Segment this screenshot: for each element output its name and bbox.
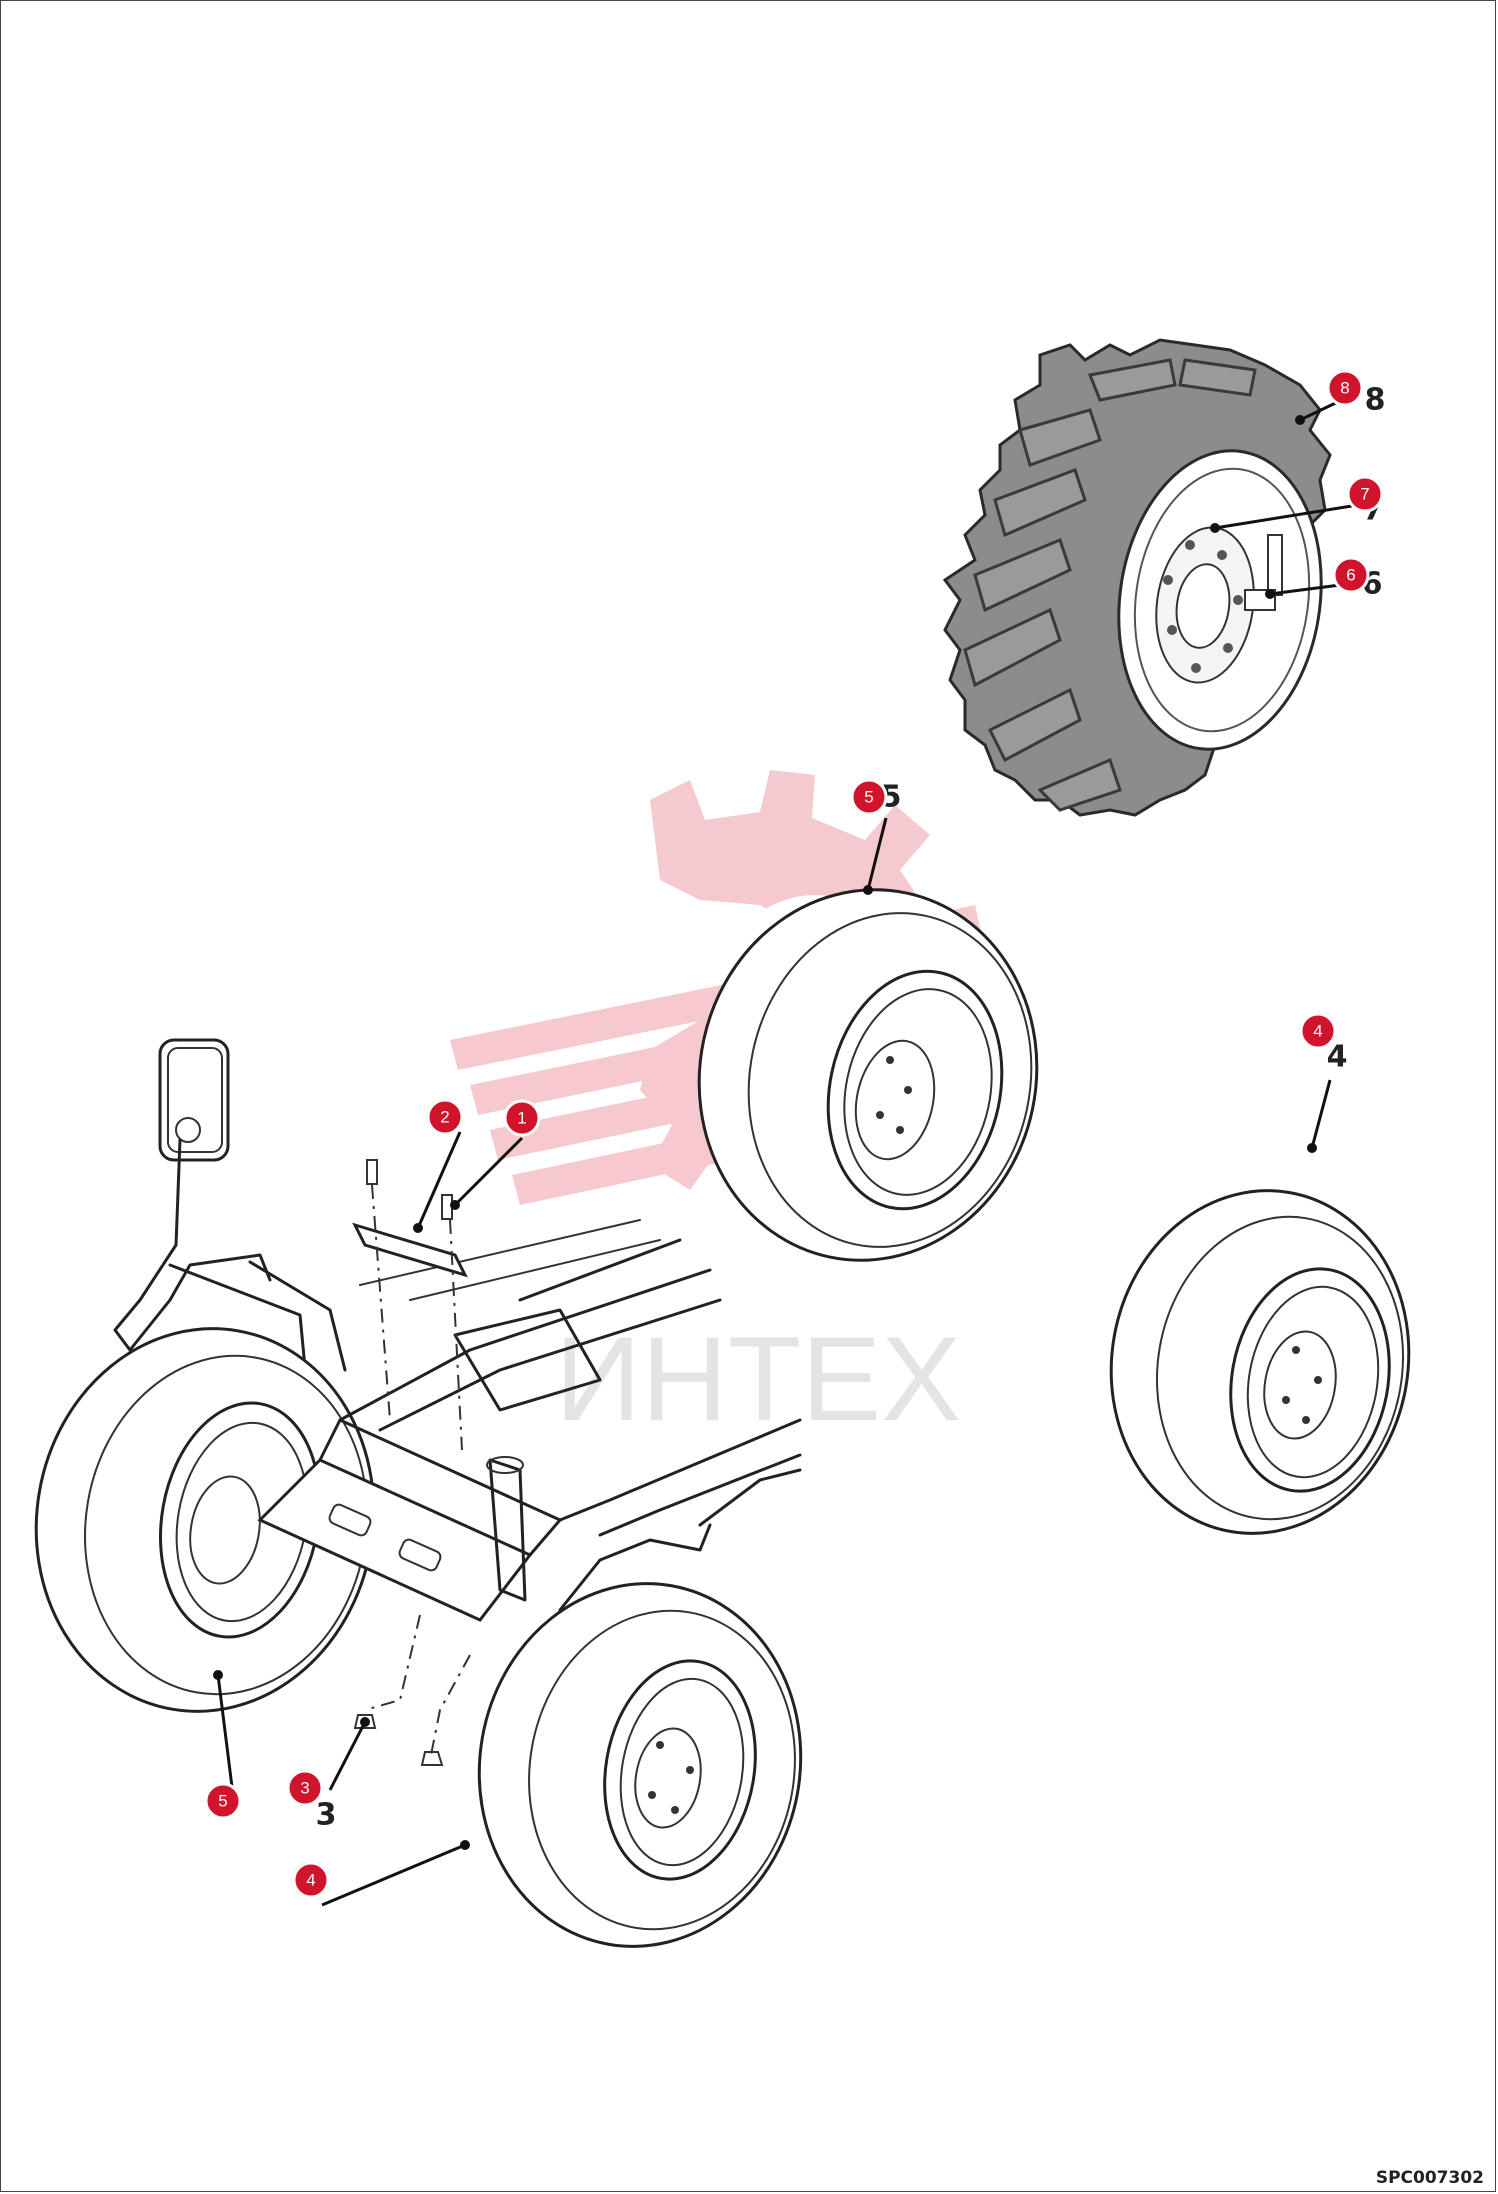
callout-8[interactable]: 6 [1332, 556, 1370, 594]
printed-number-3: 3 [316, 1798, 337, 1833]
callout-6[interactable]: 8 [1326, 369, 1364, 407]
callout-4-upper[interactable]: 4 [1299, 1012, 1337, 1050]
printed-part-numbers: 8 7 6 5 4 3 [316, 383, 1386, 1833]
callout-5-lower[interactable]: 5 [204, 1782, 242, 1820]
svg-text:5: 5 [864, 788, 873, 807]
tire-upper-center [697, 888, 1039, 1262]
svg-text:2: 2 [440, 1108, 449, 1127]
watermark-text: ИНТЕХ [555, 1312, 961, 1446]
svg-text:3: 3 [300, 1779, 309, 1798]
printed-number-6: 8 [1365, 383, 1386, 418]
svg-text:8: 8 [1340, 379, 1349, 398]
callout-3[interactable]: 3 [286, 1769, 324, 1807]
svg-text:7: 7 [1360, 485, 1369, 504]
svg-text:4: 4 [1313, 1022, 1322, 1041]
front-axle-assembly [34, 1038, 803, 1948]
tire-upper-right [1109, 1189, 1411, 1535]
tractor-tire-assembly [942, 338, 1332, 817]
svg-text:4: 4 [306, 1871, 315, 1890]
printed-number-5-upper: 5 [881, 780, 902, 815]
svg-text:5: 5 [218, 1792, 227, 1811]
callout-1[interactable]: 1 [503, 1099, 541, 1137]
svg-text:6: 6 [1346, 566, 1355, 585]
callout-5-upper[interactable]: 5 [850, 778, 888, 816]
callout-7[interactable]: 7 [1346, 475, 1384, 513]
svg-text:1: 1 [517, 1109, 526, 1128]
callout-leaders [213, 396, 1359, 1907]
drawing-code: SPC007302 [1375, 2168, 1484, 2188]
callout-4-lower[interactable]: 4 [292, 1861, 330, 1899]
callout-2[interactable]: 2 [426, 1098, 464, 1136]
printed-number-4-upper: 4 [1327, 1040, 1348, 1075]
callout-badges: 8 7 6 5 4 2 1 3 5 4 [204, 369, 1384, 1899]
